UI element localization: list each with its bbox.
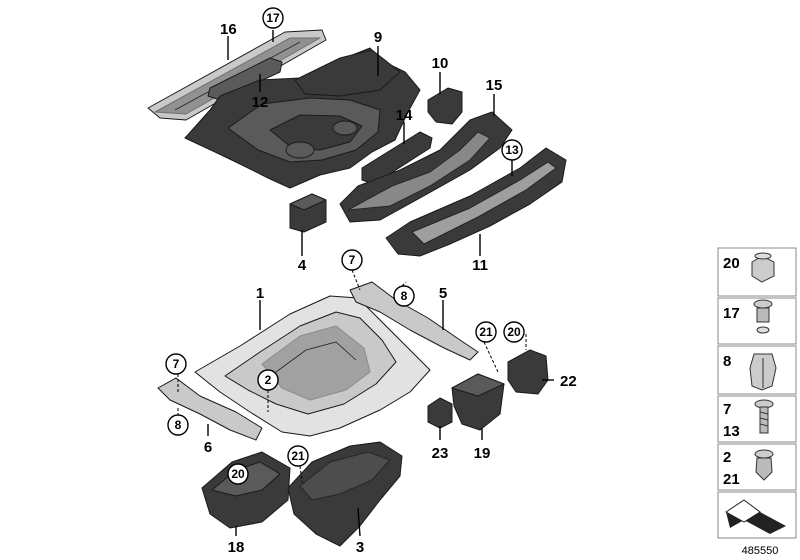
callout-10: 10 — [432, 55, 449, 72]
callout-8b: 8 — [175, 418, 182, 432]
callout-5: 5 — [439, 285, 447, 302]
callout-17-circle — [262, 7, 284, 29]
push-clip-icon — [754, 449, 774, 481]
mat-symbol-icon — [725, 499, 786, 534]
callout-20b: 20 — [231, 467, 245, 481]
callout-1: 1 — [256, 285, 264, 302]
callout-20a-circle — [503, 321, 525, 343]
callout-21a: 21 — [479, 325, 493, 339]
screw-icon — [754, 399, 774, 434]
callout-13: 13 — [505, 143, 519, 157]
part-12-trim-strip — [207, 57, 283, 101]
legend-2: 2 — [723, 449, 731, 466]
callout-3: 3 — [356, 539, 364, 556]
callout-7b: 7 — [173, 357, 180, 371]
part-4-bracket — [289, 193, 327, 233]
part-22-bracket — [507, 349, 549, 395]
leader-lines — [177, 30, 554, 537]
callout-20a: 20 — [507, 325, 521, 339]
part-6-trim-strip — [157, 377, 263, 441]
legend-7: 7 — [723, 401, 731, 418]
nut-icon — [751, 252, 775, 283]
callout-17: 17 — [266, 11, 280, 25]
callout-19: 19 — [474, 445, 491, 462]
callout-8a: 8 — [401, 289, 408, 303]
expansion-clip-icon — [749, 353, 777, 391]
legend-17: 17 — [723, 305, 740, 322]
callout-6: 6 — [204, 439, 212, 456]
part-3-side-panel — [287, 441, 403, 547]
callout-21a-circle — [475, 321, 497, 343]
callout-13-circle — [501, 139, 523, 161]
part-11-side-trim — [385, 147, 567, 257]
legend-8: 8 — [723, 353, 731, 370]
legend-20: 20 — [723, 255, 740, 272]
part-5-trim-strip — [349, 281, 479, 361]
part-18-storage-box — [201, 451, 291, 529]
part-14-side-trim — [361, 131, 433, 185]
callout-8a-circle — [393, 285, 415, 307]
callout-22: 22 — [560, 373, 577, 390]
legend-21: 21 — [723, 471, 740, 488]
callout-9: 9 — [374, 29, 382, 46]
callout-8b-circle — [167, 414, 189, 436]
fastener-legend: 20 17 8 7 13 2 21 — [717, 247, 797, 557]
callout-7b-circle — [165, 353, 187, 375]
callout-12: 12 — [252, 94, 269, 111]
part-10-bracket — [427, 87, 463, 125]
callout-15: 15 — [486, 77, 503, 94]
callout-23: 23 — [432, 445, 449, 462]
callout-16: 16 — [220, 21, 237, 38]
part-23-clip — [427, 397, 453, 429]
part-1-luggage-compartment-floor — [194, 295, 431, 437]
callout-14: 14 — [396, 107, 413, 124]
callout-labels: 16 17 9 10 15 12 14 13 4 11 1 7 8 5 21 2… — [165, 7, 577, 556]
callout-21b-circle — [287, 445, 309, 467]
clip-icon — [753, 299, 773, 334]
callout-11: 11 — [472, 257, 488, 274]
legend-13: 13 — [723, 423, 740, 440]
part-9-floor-cover-upper — [184, 47, 421, 189]
callout-2-circle — [257, 369, 279, 391]
callout-7a-circle — [341, 249, 363, 271]
callout-18: 18 — [228, 539, 245, 556]
callout-2: 2 — [265, 373, 272, 387]
reference-number: 485550 — [742, 545, 779, 557]
callout-20b-circle — [227, 463, 249, 485]
callout-7a: 7 — [349, 253, 356, 267]
part-19-storage-box — [451, 373, 505, 431]
part-15-side-trim — [339, 111, 513, 223]
callout-21b: 21 — [291, 449, 305, 463]
callout-4: 4 — [298, 257, 307, 274]
